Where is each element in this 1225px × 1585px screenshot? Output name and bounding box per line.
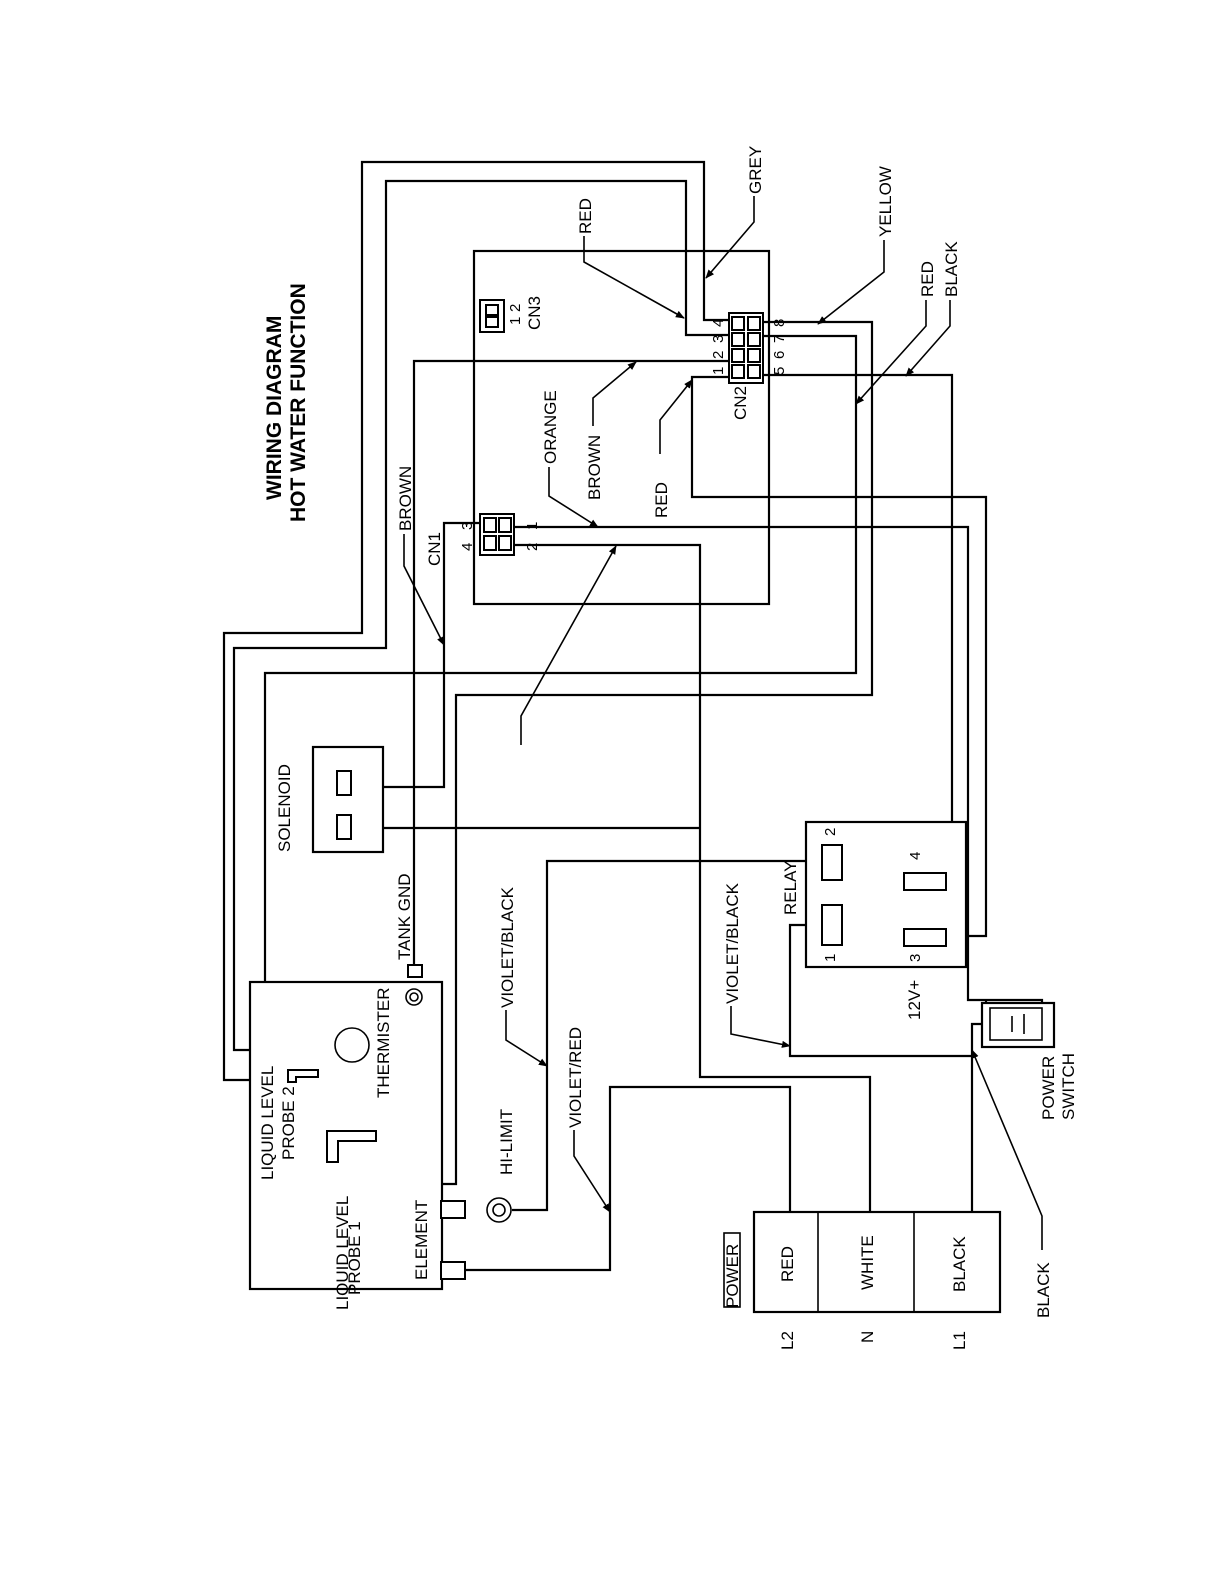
leader-brown-cn1 [403, 534, 445, 646]
cn2-label: CN2 [731, 386, 750, 420]
wire-cn2-2-tank-gnd [412, 359, 729, 968]
terminal-white-label: WHITE [858, 1235, 877, 1290]
wire-cn2-3-thermister [232, 179, 729, 1052]
wire-cn1-3-solenoid [355, 521, 480, 789]
cn1-label: CN1 [425, 532, 444, 566]
line-n-label: N [858, 1331, 877, 1343]
label-violet-black-hilimit: VIOLET/BLACK [498, 886, 517, 1008]
element-terminal-2 [440, 1261, 466, 1280]
wire-hilimit-relay2 [512, 859, 822, 1212]
relay-pin-2: 2 [822, 828, 839, 836]
cn2-pin-1: 1 [710, 367, 727, 375]
leader-violet-red [573, 1130, 611, 1213]
relay: 2 1 4 3 RELAY 12V+ [781, 820, 968, 1020]
power-switch-label-1: POWER [1039, 1056, 1058, 1120]
relay-pin-4: 4 [907, 852, 924, 860]
relay-12v-label: 12V+ [905, 980, 924, 1020]
leader-brown-cn2-2 [592, 361, 637, 426]
leader-grey [705, 196, 755, 279]
cn3-pin-1: 1 [507, 317, 524, 325]
leader-red-cn2-5 [855, 300, 927, 405]
leader-red-cn2-1 [659, 379, 693, 454]
solenoid-label: SOLENOID [275, 764, 294, 852]
cn1-pin-4: 4 [459, 543, 476, 551]
hi-limit-label: HI-LIMIT [497, 1109, 516, 1175]
label-black-switch: BLACK [1034, 1262, 1053, 1318]
probe-1-label-1: LIQUID LEVEL [333, 1196, 352, 1310]
cn3-label: CN3 [525, 296, 544, 330]
wire-element-red [466, 1085, 792, 1272]
thermister-label: THERMISTER [374, 988, 393, 1099]
label-yellow: YELLOW [876, 166, 895, 237]
cn2-pin-3: 3 [710, 335, 727, 343]
power-switch: POWER SWITCH [980, 1001, 1078, 1120]
element-label: ELEMENT [412, 1200, 431, 1280]
power-terminal-block: POWER RED WHITE BLACK L2 N L1 [723, 1210, 1002, 1350]
label-brown-cn1: BROWN [396, 466, 415, 531]
title-line-1: WIRING DIAGRAM [263, 316, 286, 500]
label-grey: GREY [746, 146, 765, 194]
hi-limit-icon [486, 1197, 512, 1223]
cn2-pin-6: 6 [771, 351, 788, 359]
relay-label: RELAY [781, 861, 800, 916]
power-switch-label-2: SWITCH [1059, 1053, 1078, 1120]
probe-2-icon [287, 1069, 319, 1083]
tank-gnd-label: TANK GND [395, 873, 414, 960]
cn3-connector: 2 1 CN3 [479, 296, 544, 333]
leader-black-cn2-5 [905, 300, 951, 377]
label-black-cn2-5: BLACK [942, 241, 961, 297]
probe-1-label-2: PROBE 1 [345, 1221, 364, 1295]
terminal-black-label: BLACK [950, 1236, 969, 1292]
wire-cn1-2-white [514, 543, 872, 1212]
leader-orange [548, 467, 599, 528]
relay-pin-1: 1 [822, 954, 839, 962]
wire-l1-switch [970, 1022, 982, 1212]
leader-violet-black-hilimit [505, 1010, 548, 1067]
label-red-cn2-4: RED [576, 198, 595, 234]
diagram-title: WIRING DIAGRAM HOT WATER FUNCTION [263, 283, 310, 522]
wire-cn2-5-relay4 [763, 373, 954, 883]
cn1-connector: 3 4 1 2 CN1 [425, 513, 541, 566]
wire-cn2-4-probe2 [222, 160, 729, 1082]
tank: TANK GND THERMISTER LIQUID LEVEL PROBE 2… [248, 873, 466, 1310]
label-red-cn2-5: RED [918, 261, 937, 297]
leader-violet-black-relay [730, 1006, 791, 1048]
cn1-pin-2: 2 [524, 543, 541, 551]
hi-limit: HI-LIMIT [486, 1109, 516, 1223]
label-violet-black-relay: VIOLET/BLACK [723, 882, 742, 1004]
relay-pin-3: 3 [907, 954, 924, 962]
cn1-pin-1: 1 [524, 522, 541, 530]
probe-2-label-2: PROBE 2 [279, 1086, 298, 1160]
probe-1-icon [326, 1130, 377, 1163]
cn2-pin-7: 7 [771, 335, 788, 343]
leader-red-cn2-4 [583, 236, 685, 319]
element-terminal-1 [440, 1200, 466, 1219]
wire-cn2-1-relay [690, 375, 988, 938]
terminal-red-label: RED [778, 1246, 797, 1282]
title-line-2: HOT WATER FUNCTION [287, 283, 310, 522]
label-violet-red: VIOLET/RED [566, 1027, 585, 1128]
label-red-cn2-1: RED [652, 482, 671, 518]
solenoid: SOLENOID [275, 745, 385, 854]
cn2-pin-5: 5 [771, 367, 788, 375]
power-block-label: POWER [723, 1244, 742, 1308]
line-l1-label: L1 [950, 1331, 969, 1350]
label-orange: ORANGE [541, 390, 560, 464]
leader-yellow [817, 240, 885, 325]
probe-2-label-1: LIQUID LEVEL [258, 1066, 277, 1180]
cn1-pin-3: 3 [459, 522, 476, 530]
cn2-connector: 4 3 2 1 8 7 6 5 CN2 [710, 312, 788, 420]
cn2-pin-4: 4 [710, 319, 727, 327]
leader-white [520, 545, 617, 745]
cn2-pin-2: 2 [710, 351, 727, 359]
cn3-pin-2: 2 [507, 304, 524, 312]
thermister-icon [334, 1027, 370, 1063]
line-l2-label: L2 [778, 1331, 797, 1350]
leader-black-switch [971, 1049, 1043, 1250]
label-brown-cn2-2: BROWN [585, 435, 604, 500]
